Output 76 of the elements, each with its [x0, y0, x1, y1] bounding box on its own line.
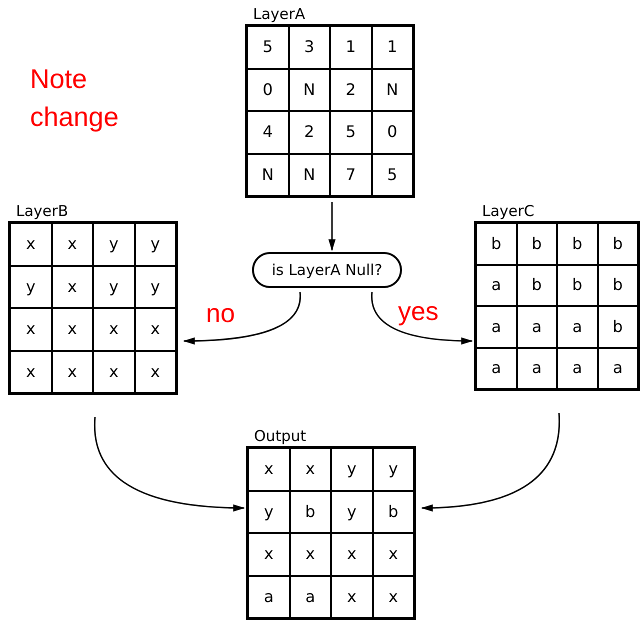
grid-cell: b	[598, 264, 638, 306]
grid-title: LayerB	[16, 201, 68, 221]
grid-cell: N	[372, 68, 413, 111]
grid-cell: x	[248, 448, 290, 490]
arrow	[371, 292, 474, 344]
grid-cell: 2	[330, 68, 372, 111]
arrow	[182, 292, 301, 344]
grid-cell: x	[331, 576, 372, 618]
grid-title: Output	[254, 426, 306, 446]
edge-label: yes	[398, 298, 438, 324]
grid-cell: 0	[372, 111, 413, 154]
grid-cell: 5	[330, 111, 372, 154]
grid-cell: 1	[330, 26, 372, 68]
grid-cell: b	[598, 306, 638, 348]
grid-cell: b	[557, 223, 598, 264]
grid-cell: a	[557, 306, 598, 348]
grid-cell: b	[598, 223, 638, 264]
grid-cell: b	[290, 490, 331, 533]
arrow	[94, 417, 246, 512]
grid-cell: x	[93, 308, 134, 350]
grid-cell: y	[248, 490, 290, 533]
grid-cell: y	[372, 448, 414, 490]
grid-cell: x	[52, 266, 93, 308]
grid-cell: y	[93, 266, 134, 308]
grid-cell: 5	[247, 26, 288, 68]
grid-cell: N	[247, 154, 288, 196]
grid-cell: N	[288, 68, 330, 111]
grid-cell: 2	[288, 111, 330, 154]
grid-cell: b	[557, 264, 598, 306]
grid-cell: x	[372, 533, 414, 576]
grid-cell: x	[10, 308, 52, 350]
grid-title: LayerA	[253, 4, 306, 24]
grid-cell: a	[598, 348, 638, 389]
grid-cell: x	[331, 533, 372, 576]
grid-cell: y	[134, 266, 176, 308]
grid-cell: y	[331, 448, 372, 490]
grid-cell: b	[372, 490, 414, 533]
grid-cell: b	[516, 264, 557, 306]
grid-cell: a	[290, 576, 331, 618]
grid-cell: a	[516, 306, 557, 348]
grid-cell: b	[476, 223, 516, 264]
grid-cell: a	[476, 348, 516, 389]
grid-cell: a	[248, 576, 290, 618]
grid-cell: x	[134, 308, 176, 350]
grid-cell: x	[93, 350, 134, 393]
grid-cell: x	[290, 533, 331, 576]
edge-label: no	[206, 300, 235, 326]
grid-cell: x	[134, 350, 176, 393]
grid-cell: x	[10, 350, 52, 393]
grid-cell: x	[52, 308, 93, 350]
grid-cell: 5	[372, 154, 413, 196]
grid-cell: y	[331, 490, 372, 533]
grid-cell: x	[290, 448, 331, 490]
grid-cell: y	[10, 266, 52, 308]
grid-title: LayerC	[482, 201, 534, 221]
grid-cell: N	[288, 154, 330, 196]
grid-cell: 7	[330, 154, 372, 196]
grid-cell: b	[516, 223, 557, 264]
grid-cell: x	[52, 223, 93, 266]
grid-cell: a	[476, 306, 516, 348]
grid-cell: y	[134, 223, 176, 266]
grid-cell: a	[516, 348, 557, 389]
grid-cell: 3	[288, 26, 330, 68]
grid-cell: y	[93, 223, 134, 266]
grid-cell: x	[52, 350, 93, 393]
grid-cell: 1	[372, 26, 413, 68]
grid-cell: x	[10, 223, 52, 266]
grid-cell: x	[372, 576, 414, 618]
grid-cell: a	[557, 348, 598, 389]
grid-cell: 0	[247, 68, 288, 111]
arrow	[328, 202, 336, 252]
note-text: Note change	[30, 63, 120, 134]
grid-cell: 4	[247, 111, 288, 154]
arrow	[420, 413, 560, 512]
grid-cell: a	[476, 264, 516, 306]
grid-cell: x	[248, 533, 290, 576]
